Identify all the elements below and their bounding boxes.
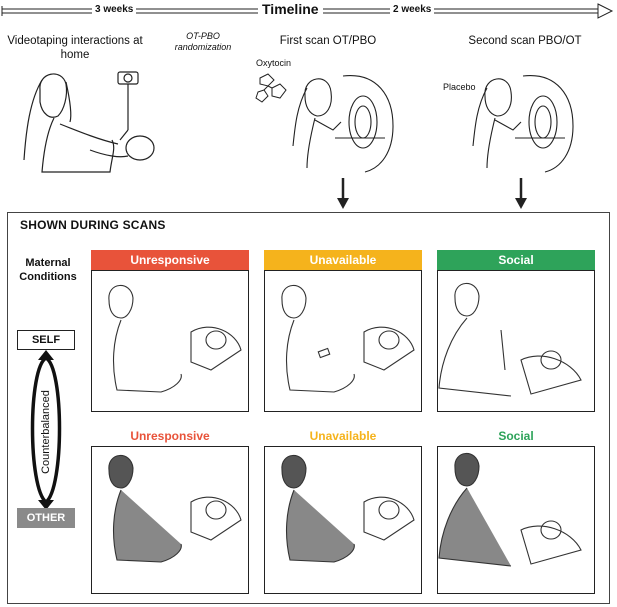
oxytocin-label: Oxytocin (256, 58, 292, 68)
counterbalanced-loop-arrows (30, 350, 62, 510)
home-videotaping-label: Videotaping interactions at home (7, 35, 143, 61)
oxytocin-molecule-icon (255, 73, 287, 103)
condition-illustrations (108, 282, 582, 567)
header-unresponsive: Unresponsive (91, 250, 249, 270)
timeline-duration-3-weeks: 3 weeks (92, 4, 137, 15)
counterbalanced-label: Counterbalanced (40, 390, 52, 474)
other-label: OTHER (17, 508, 75, 528)
header-social: Social (437, 250, 595, 270)
self-label: SELF (17, 330, 75, 350)
first-scan-label: First scan OT/PBO (279, 35, 377, 47)
first-scan-mri-illustration (292, 75, 394, 173)
panel-title: SHOWN DURING SCANS (20, 218, 166, 232)
header-unavailable: Unavailable (264, 250, 422, 270)
timeline-title: Timeline (258, 1, 323, 17)
second-scan-mri-illustration (472, 75, 574, 173)
label-unresponsive-other: Unresponsive (130, 429, 210, 443)
second-scan-label: Second scan PBO/OT (468, 35, 582, 47)
maternal-conditions-label: Maternal Conditions (19, 257, 77, 283)
self-unresponsive-image (91, 270, 249, 412)
self-social-image (437, 270, 595, 412)
label-social-other: Social (498, 429, 534, 443)
shown-during-scans-panel (7, 212, 610, 604)
mother-infant-home-illustration (23, 71, 155, 173)
timeline-duration-2-weeks: 2 weeks (390, 4, 435, 15)
placebo-label: Placebo (443, 82, 476, 92)
randomization-label: OT-PBO randomization (174, 31, 232, 52)
label-unavailable-other: Unavailable (309, 429, 377, 443)
